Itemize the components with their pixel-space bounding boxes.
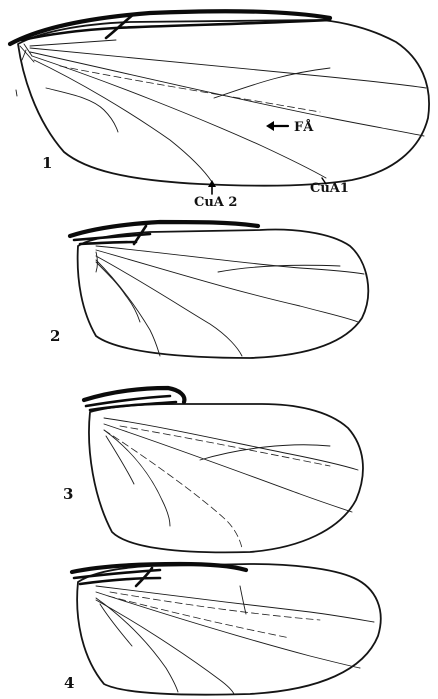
wing-2-costa [70, 222, 258, 236]
wing-1-vein-cua2 [34, 60, 212, 182]
wing-3-drawing [84, 388, 363, 552]
wing-3-vein-cu [104, 430, 170, 526]
wing-4-vein-rs-spur [110, 592, 320, 620]
wing-2-drawing [70, 222, 368, 358]
wing-4-crossvein [240, 586, 246, 614]
wing-1-base-fan [20, 44, 34, 62]
wing-3-vein-m [104, 424, 352, 512]
figure-number-1: 1 [42, 154, 52, 172]
wing-1-vein-anal [46, 88, 118, 132]
wing-1-edge-mark [16, 90, 17, 96]
wing-4-vein-r [96, 586, 374, 622]
wing-3-crossarc [200, 445, 330, 460]
wing-4-drawing [72, 564, 381, 695]
cua2-pointer [208, 180, 216, 194]
cua1-label: CuA1 [310, 181, 349, 196]
wing-1-vein-mspur [60, 66, 320, 112]
figure-number-4: 4 [64, 674, 74, 692]
wing-4-outline [77, 564, 381, 695]
wing-1-vein-crossarc [214, 68, 330, 98]
figure-number-2: 2 [50, 327, 60, 345]
wing-3-outline [89, 404, 363, 552]
wing-1-inner-vein [30, 40, 116, 46]
wing-4-anal [100, 604, 132, 646]
wing-4-vein-cu [96, 598, 178, 692]
wing-3-vein-r [104, 418, 358, 470]
cua2-label: CuA 2 [194, 195, 237, 210]
wing-2-sc-lower [80, 242, 136, 244]
fa-arrow [266, 121, 288, 131]
figure-number-3: 3 [63, 485, 73, 503]
wing-1-drawing [10, 11, 429, 185]
wing-2-anal [96, 262, 140, 322]
fa-label: FÅ [294, 119, 314, 135]
wing-1-outline [18, 20, 429, 186]
wing-1-vein-r [30, 48, 426, 88]
wing-3-vein-m-spur [120, 426, 330, 466]
wing-1-costa [10, 11, 330, 44]
wing-4-sc-lower [80, 578, 160, 584]
